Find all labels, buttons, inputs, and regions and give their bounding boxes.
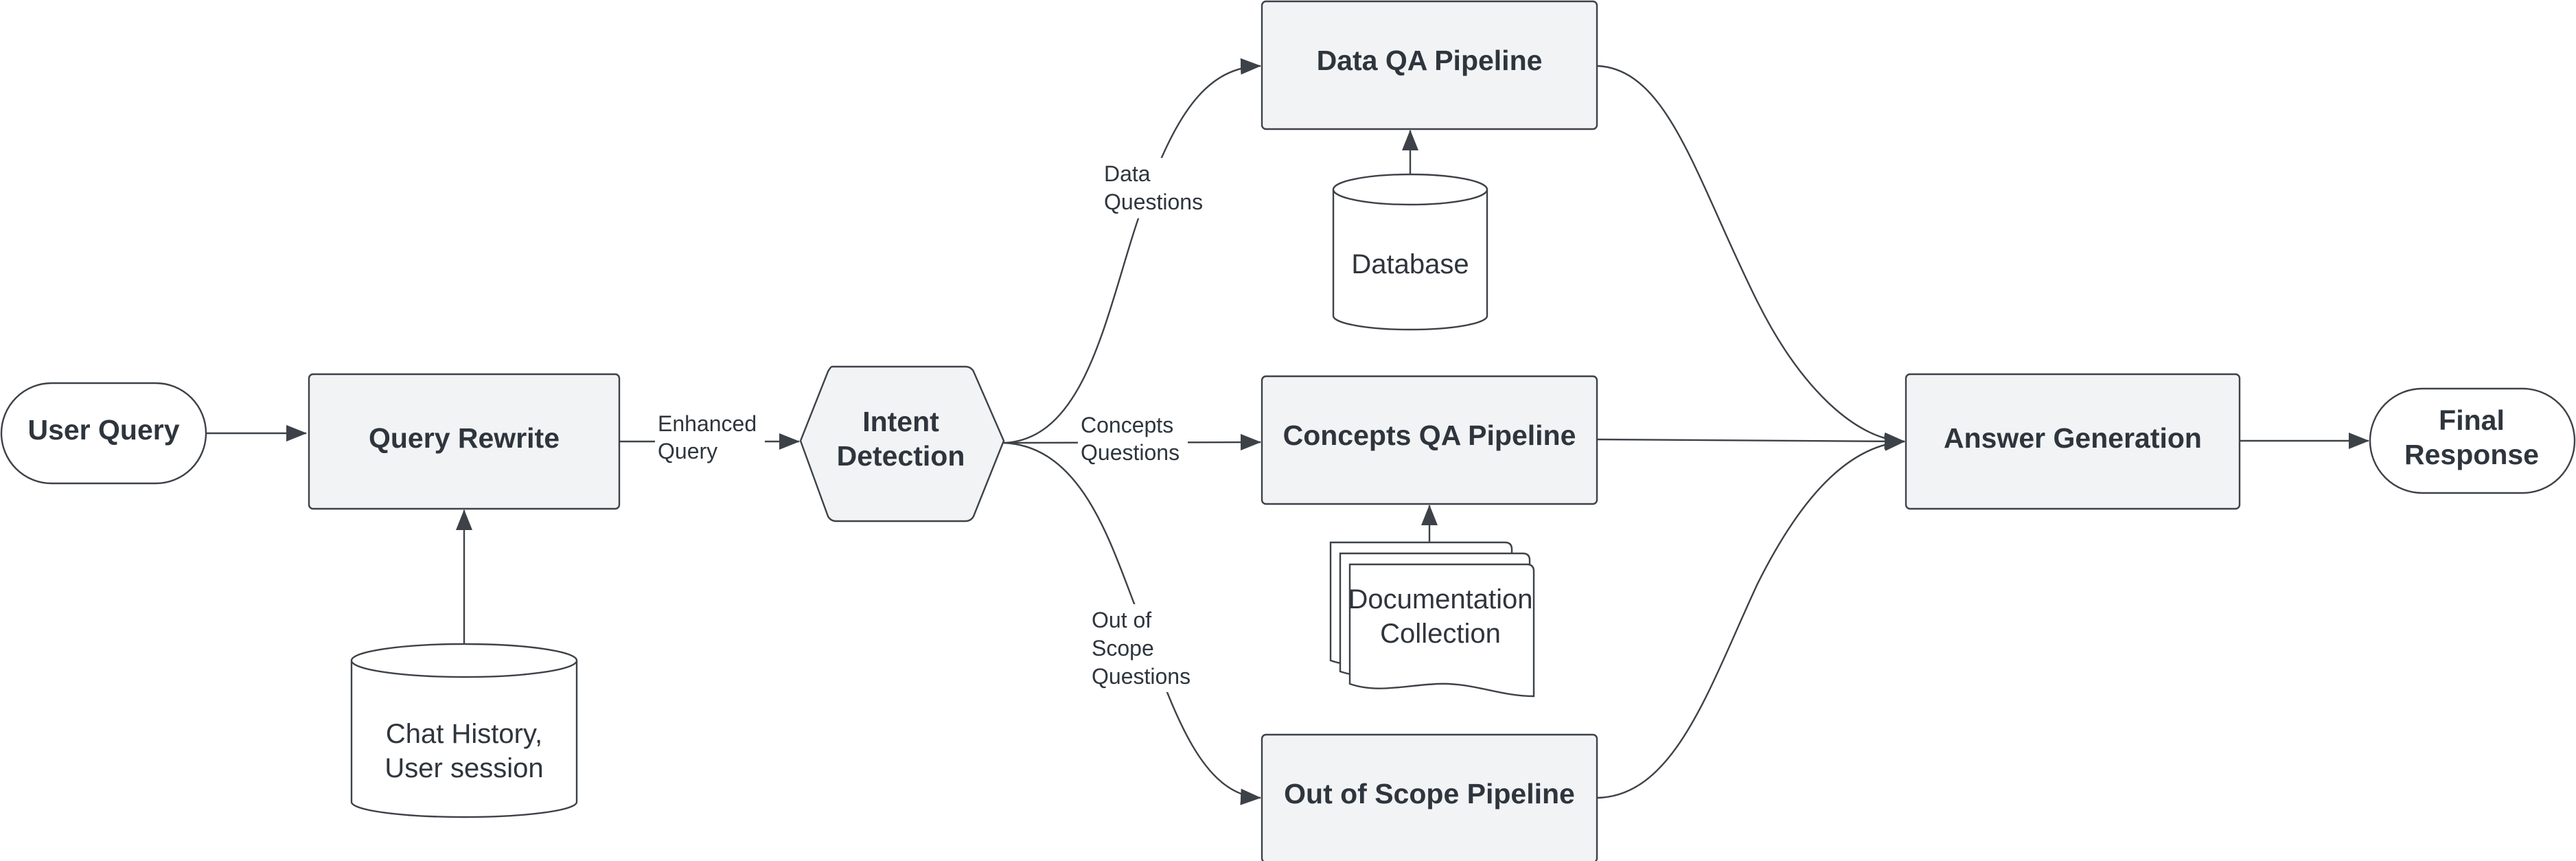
node-chat-history-cylinder: Chat History, User session — [350, 643, 578, 818]
label-enhanced-query: Enhanced Query — [655, 409, 765, 467]
node-user-query: User Query — [0, 382, 207, 485]
documentation-line1: Documentation — [1348, 584, 1532, 615]
intent-detection-line1: Intent — [862, 406, 939, 437]
database-label: Database — [1351, 249, 1469, 279]
user-query-label: User Query — [27, 414, 179, 446]
node-data-qa-pipeline: Data QA Pipeline — [1261, 0, 1598, 130]
query-rewrite-label: Query Rewrite — [369, 422, 560, 454]
node-query-rewrite: Query Rewrite — [308, 373, 621, 510]
node-intent-detection: Intent Detection — [799, 365, 1005, 523]
label-out-of-scope-line2: Scope — [1092, 636, 1154, 661]
chat-history-line1: Chat History, — [386, 719, 542, 749]
label-concepts-questions-line2: Questions — [1081, 440, 1180, 465]
node-final-response: Final Response — [2369, 387, 2576, 494]
out-of-scope-pipeline-label: Out of Scope Pipeline — [1284, 778, 1575, 810]
chat-history-line2: User session — [384, 753, 543, 783]
final-response-line2: Response — [2404, 439, 2539, 470]
node-database-cylinder: Database — [1332, 173, 1488, 331]
data-qa-pipeline-label: Data QA Pipeline — [1317, 45, 1543, 76]
answer-generation-label: Answer Generation — [1944, 422, 2202, 454]
label-enhanced-query-line2: Query — [658, 439, 717, 463]
edge-concepts-qa-to-answer — [1596, 433, 1905, 450]
label-concepts-questions-line1: Concepts — [1081, 413, 1173, 437]
edge-intent-to-data-qa — [1003, 58, 1261, 444]
final-response-line1: Final — [2439, 404, 2505, 436]
edge-data-qa-to-answer — [1596, 65, 1905, 449]
label-data-questions-line2: Questions — [1104, 190, 1203, 214]
label-enhanced-query-line1: Enhanced — [658, 411, 757, 436]
documentation-line2: Collection — [1380, 619, 1501, 649]
node-documentation-collection: Documentation Collection — [1329, 541, 1535, 698]
label-data-questions-line1: Data — [1104, 161, 1151, 186]
edge-labels: Enhanced Query Data Questions Concepts Q… — [655, 158, 1211, 692]
node-out-of-scope-pipeline: Out of Scope Pipeline — [1261, 733, 1598, 861]
edge-out-of-scope-to-answer — [1596, 435, 1905, 799]
label-out-of-scope-line3: Questions — [1092, 664, 1191, 689]
node-concepts-qa-pipeline: Concepts QA Pipeline — [1261, 375, 1598, 505]
label-data-questions: Data Questions — [1101, 158, 1211, 218]
label-out-of-scope-line1: Out of — [1092, 608, 1151, 632]
label-out-of-scope-questions: Out of Scope Questions — [1089, 604, 1199, 692]
concepts-qa-pipeline-label: Concepts QA Pipeline — [1283, 420, 1576, 451]
node-answer-generation: Answer Generation — [1905, 373, 2241, 510]
intent-detection-line2: Detection — [837, 440, 965, 472]
label-concepts-questions: Concepts Questions — [1078, 411, 1188, 470]
